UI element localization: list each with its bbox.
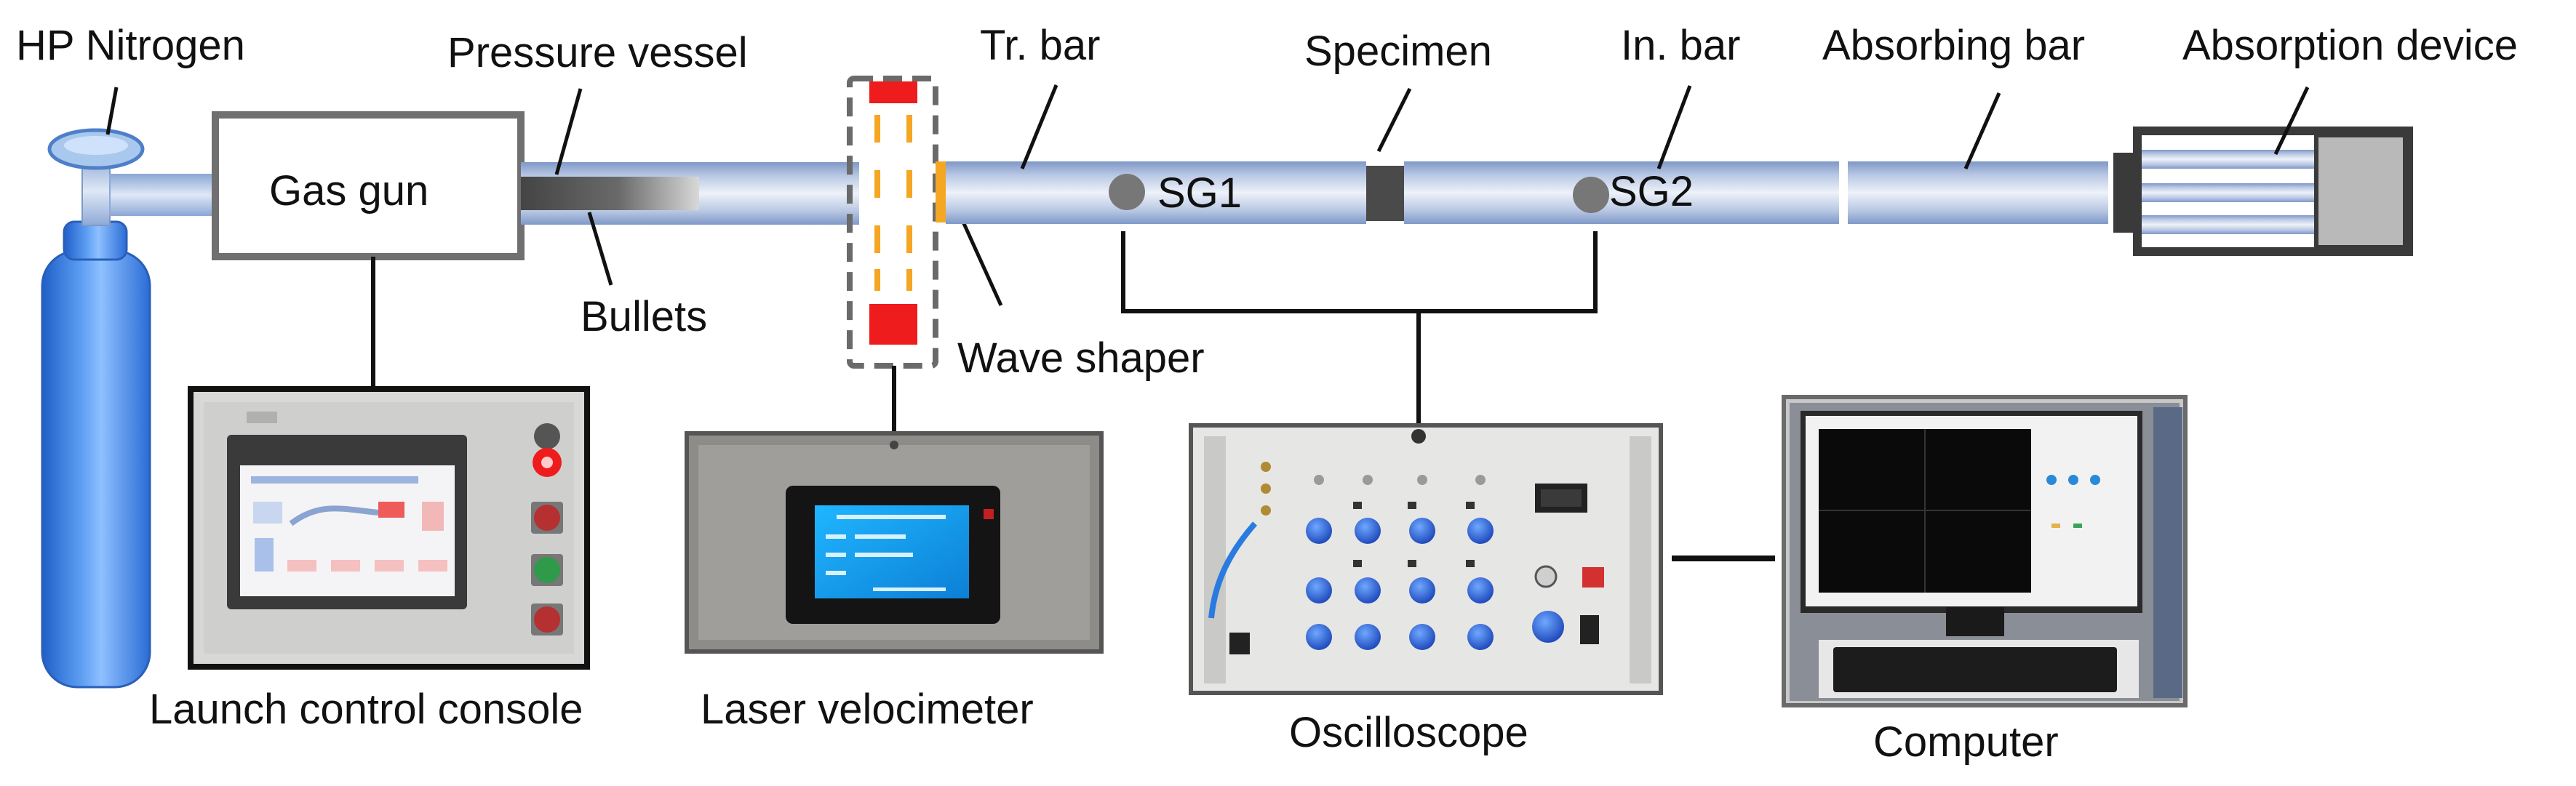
- laser-beams: [874, 115, 912, 291]
- in-bar-leader: [1656, 85, 1692, 169]
- stop-button: [534, 505, 560, 531]
- start-button: [534, 557, 560, 583]
- computer: [1782, 395, 2188, 707]
- absorption-device: [2113, 127, 2413, 256]
- nitrogen-cylinder: [41, 128, 216, 689]
- keyboard: [1833, 647, 2117, 692]
- absorption-device-label: Absorption device: [2182, 22, 2518, 69]
- blue-cable: [1208, 521, 1258, 619]
- wave-shaper: [936, 161, 946, 222]
- tr-bar-label: Tr. bar: [980, 22, 1100, 69]
- absorbing-bar: [1848, 161, 2108, 224]
- oscilloscope-label: Oscilloscope: [1289, 709, 1528, 756]
- sg1-label: SG1: [1157, 169, 1242, 217]
- tr-bar-leader: [1020, 84, 1058, 169]
- bullet: [521, 177, 699, 210]
- specimen-label: Specimen: [1304, 28, 1492, 75]
- pressure-vessel-label: Pressure vessel: [447, 29, 748, 76]
- velocimeter-screen: [815, 505, 969, 598]
- in-bar-label: In. bar: [1621, 22, 1740, 69]
- bullets-leader: [587, 212, 613, 286]
- launch-control-console: [188, 386, 590, 670]
- hp-nitrogen-leader: [105, 87, 119, 135]
- computer-label: Computer: [1873, 718, 2059, 766]
- wave-shaper-leader: [957, 211, 1003, 307]
- incident-bar: [1404, 161, 1839, 224]
- laser-velocimeter: [685, 431, 1104, 654]
- transmission-bar: [946, 161, 1366, 224]
- wave-shaper-label: Wave shaper: [957, 334, 1205, 382]
- absorbing-bar-label: Absorbing bar: [1822, 22, 2085, 69]
- absorbing-bar-leader: [1963, 92, 2001, 170]
- launch-control-console-label: Launch control console: [149, 686, 583, 733]
- gauge-wiring: [1121, 231, 1598, 313]
- laser-gate: [847, 76, 938, 369]
- specimen: [1366, 166, 1404, 221]
- gas-gun: Gas gun: [212, 111, 525, 260]
- strain-gauge-dot-icon: [1109, 174, 1145, 210]
- gas-gun-label: Gas gun: [269, 167, 428, 214]
- bullets-label: Bullets: [581, 293, 707, 340]
- hp-nitrogen-label: HP Nitrogen: [16, 22, 245, 69]
- fire-button: [534, 606, 560, 633]
- oscilloscope: [1189, 423, 1663, 695]
- laser-emitter-top: [869, 81, 917, 103]
- strain-gauge-dot-icon: [1573, 177, 1609, 213]
- specimen-leader: [1376, 87, 1412, 153]
- laser-velocimeter-label: Laser velocimeter: [701, 686, 1034, 733]
- sg2-label: SG2: [1609, 168, 1694, 215]
- pressure-vessel-leader: [554, 88, 583, 175]
- absorption-device-leader: [2273, 86, 2310, 156]
- oscilloscope-knobs: [1306, 475, 1494, 650]
- laser-receiver-bottom: [869, 304, 917, 345]
